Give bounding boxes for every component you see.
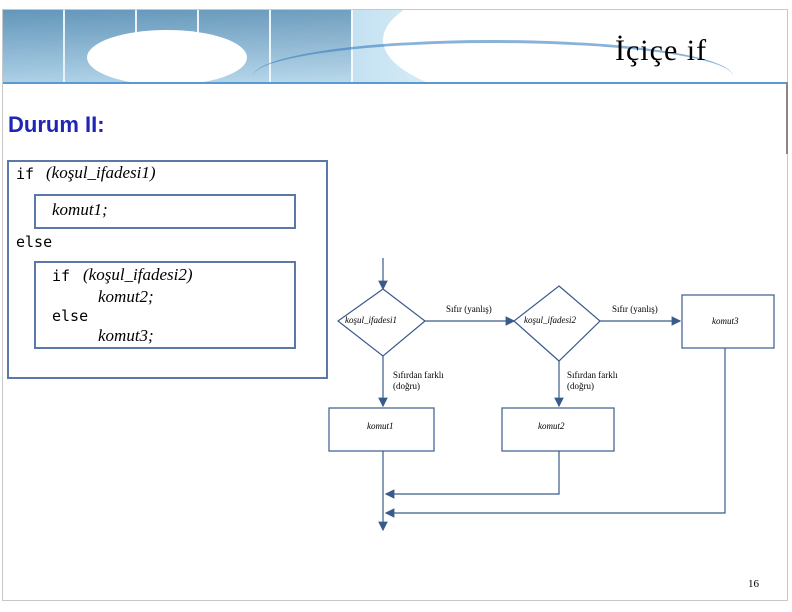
decision2-label: koşul_ifadesi2: [524, 315, 576, 325]
box3-label: komut3: [712, 316, 739, 326]
slide-title: İçiçe if: [615, 34, 708, 67]
box3-rect: [681, 294, 775, 349]
page-number: 16: [748, 578, 759, 590]
box1-rect: [328, 407, 435, 452]
code-block: if (koşul_ifadesi1) komut1; else if (koş…: [7, 160, 328, 379]
statement1-box: komut1;: [34, 194, 296, 229]
true1-label-line1: Sıfırdan farklı: [393, 370, 444, 380]
slide-frame: [2, 9, 788, 601]
banner-oval: [87, 30, 247, 82]
box2-rect: [501, 407, 615, 452]
header-rule: [3, 82, 787, 84]
code-else-keyword: else: [16, 233, 53, 251]
merge2-arrow: [384, 348, 726, 518]
code-condition2: (koşul_ifadesi2): [83, 265, 193, 284]
code-else-keyword-nested: else: [52, 307, 89, 325]
merge1-arrow: [384, 451, 560, 499]
false2-label: Sıfır (yanlış): [612, 304, 658, 314]
right-edge: [786, 82, 788, 154]
true2-label-line2: (doğru): [567, 381, 594, 391]
box2-label: komut2: [538, 421, 565, 431]
section-heading: Durum II:: [8, 112, 105, 137]
true1-label-line2: (doğru): [393, 381, 420, 391]
nested-if-box: if (koşul_ifadesi2) komut2; else komut3;: [34, 261, 296, 349]
true2-label-line1: Sıfırdan farklı: [567, 370, 618, 380]
false1-label: Sıfır (yanlış): [446, 304, 492, 314]
code-statement2: komut2;: [98, 287, 154, 306]
code-condition1: (koşul_ifadesi1): [46, 163, 156, 182]
banner-photo: [3, 10, 65, 82]
code-statement3: komut3;: [98, 326, 154, 345]
code-if-keyword-nested: if: [52, 267, 71, 285]
banner-swoosh: [253, 40, 733, 82]
code-statement1: komut1;: [52, 200, 108, 219]
code-if-keyword: if: [16, 165, 35, 183]
box1-label: komut1: [367, 421, 394, 431]
header-banner: [3, 10, 787, 82]
decision1-label: koşul_ifadesi1: [345, 315, 397, 325]
